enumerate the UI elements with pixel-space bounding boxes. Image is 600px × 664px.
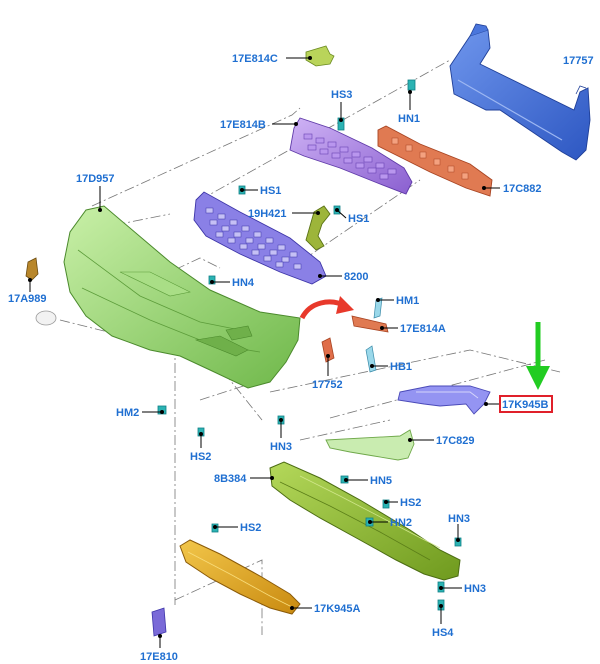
label-HB1: HB1 xyxy=(390,361,412,373)
fog-lamp xyxy=(35,310,57,326)
part-17E814C-bracket xyxy=(305,45,335,67)
part-HB1-clip xyxy=(365,345,377,373)
assembly-lines xyxy=(59,59,561,635)
label-17A989: 17A989 xyxy=(8,293,47,305)
label-HS1-upper: HS1 xyxy=(260,185,281,197)
label-8B384: 8B384 xyxy=(214,473,247,485)
part-8200-lower-grille xyxy=(193,191,327,285)
leader-lines xyxy=(28,56,500,648)
part-17C882-absorber xyxy=(377,125,493,197)
label-HS3: HS3 xyxy=(331,89,352,101)
label-17E814A: 17E814A xyxy=(400,323,446,335)
label-HN2: HN2 xyxy=(390,517,412,529)
label-17E814C: 17E814C xyxy=(232,53,278,65)
label-HS2-lower: HS2 xyxy=(240,522,261,534)
part-17757-reinforcement xyxy=(449,23,591,161)
label-HN1: HN1 xyxy=(398,113,420,125)
part-8B384-skid-plate xyxy=(269,461,461,581)
label-17757: 17757 xyxy=(563,55,594,67)
label-HS1-lower: HS1 xyxy=(348,213,369,225)
part-17E814A-bracket xyxy=(351,315,389,333)
part-19H421-bracket xyxy=(305,205,331,251)
label-17E810: 17E810 xyxy=(140,651,178,663)
label-HN5: HN5 xyxy=(370,475,392,487)
direction-arrow-head xyxy=(336,296,354,314)
part-HM1-clip xyxy=(373,297,383,319)
label-HN4: HN4 xyxy=(232,277,255,289)
part-17C829-valance xyxy=(325,429,415,461)
label-HM2: HM2 xyxy=(116,407,139,419)
label-HN3-mid: HN3 xyxy=(270,441,292,453)
label-17K945B: 17K945B xyxy=(502,399,549,411)
label-19H421: 19H421 xyxy=(248,208,287,220)
label-8200: 8200 xyxy=(344,271,368,283)
label-17752: 17752 xyxy=(312,379,343,391)
label-17C829: 17C829 xyxy=(436,435,475,447)
label-HM1: HM1 xyxy=(396,295,419,307)
part-17D957-bumper-cover xyxy=(63,205,301,389)
part-17A989-bracket xyxy=(25,257,39,281)
part-17752-bracket xyxy=(321,337,335,363)
highlight-box xyxy=(499,395,553,413)
label-HS4: HS4 xyxy=(432,627,454,639)
label-HN3-right: HN3 xyxy=(448,513,470,525)
label-17K945A: 17K945A xyxy=(314,603,361,615)
label-17E814B: 17E814B xyxy=(220,119,266,131)
label-17D957: 17D957 xyxy=(76,173,115,185)
part-17E810-bracket xyxy=(151,607,167,637)
part-17K945A-deflector xyxy=(179,539,301,615)
part-17E814B-upper-grille xyxy=(289,117,413,195)
label-HN3-bottom: HN3 xyxy=(464,583,486,595)
part-labels: 17E814C 17757 HS3 HN1 17E814B 17D957 17C… xyxy=(8,53,594,663)
label-HS2-left: HS2 xyxy=(190,451,211,463)
callout-arrow xyxy=(526,322,550,390)
label-17C882: 17C882 xyxy=(503,183,542,195)
part-17K945B-bracket xyxy=(397,385,491,415)
label-HS2-right: HS2 xyxy=(400,497,421,509)
